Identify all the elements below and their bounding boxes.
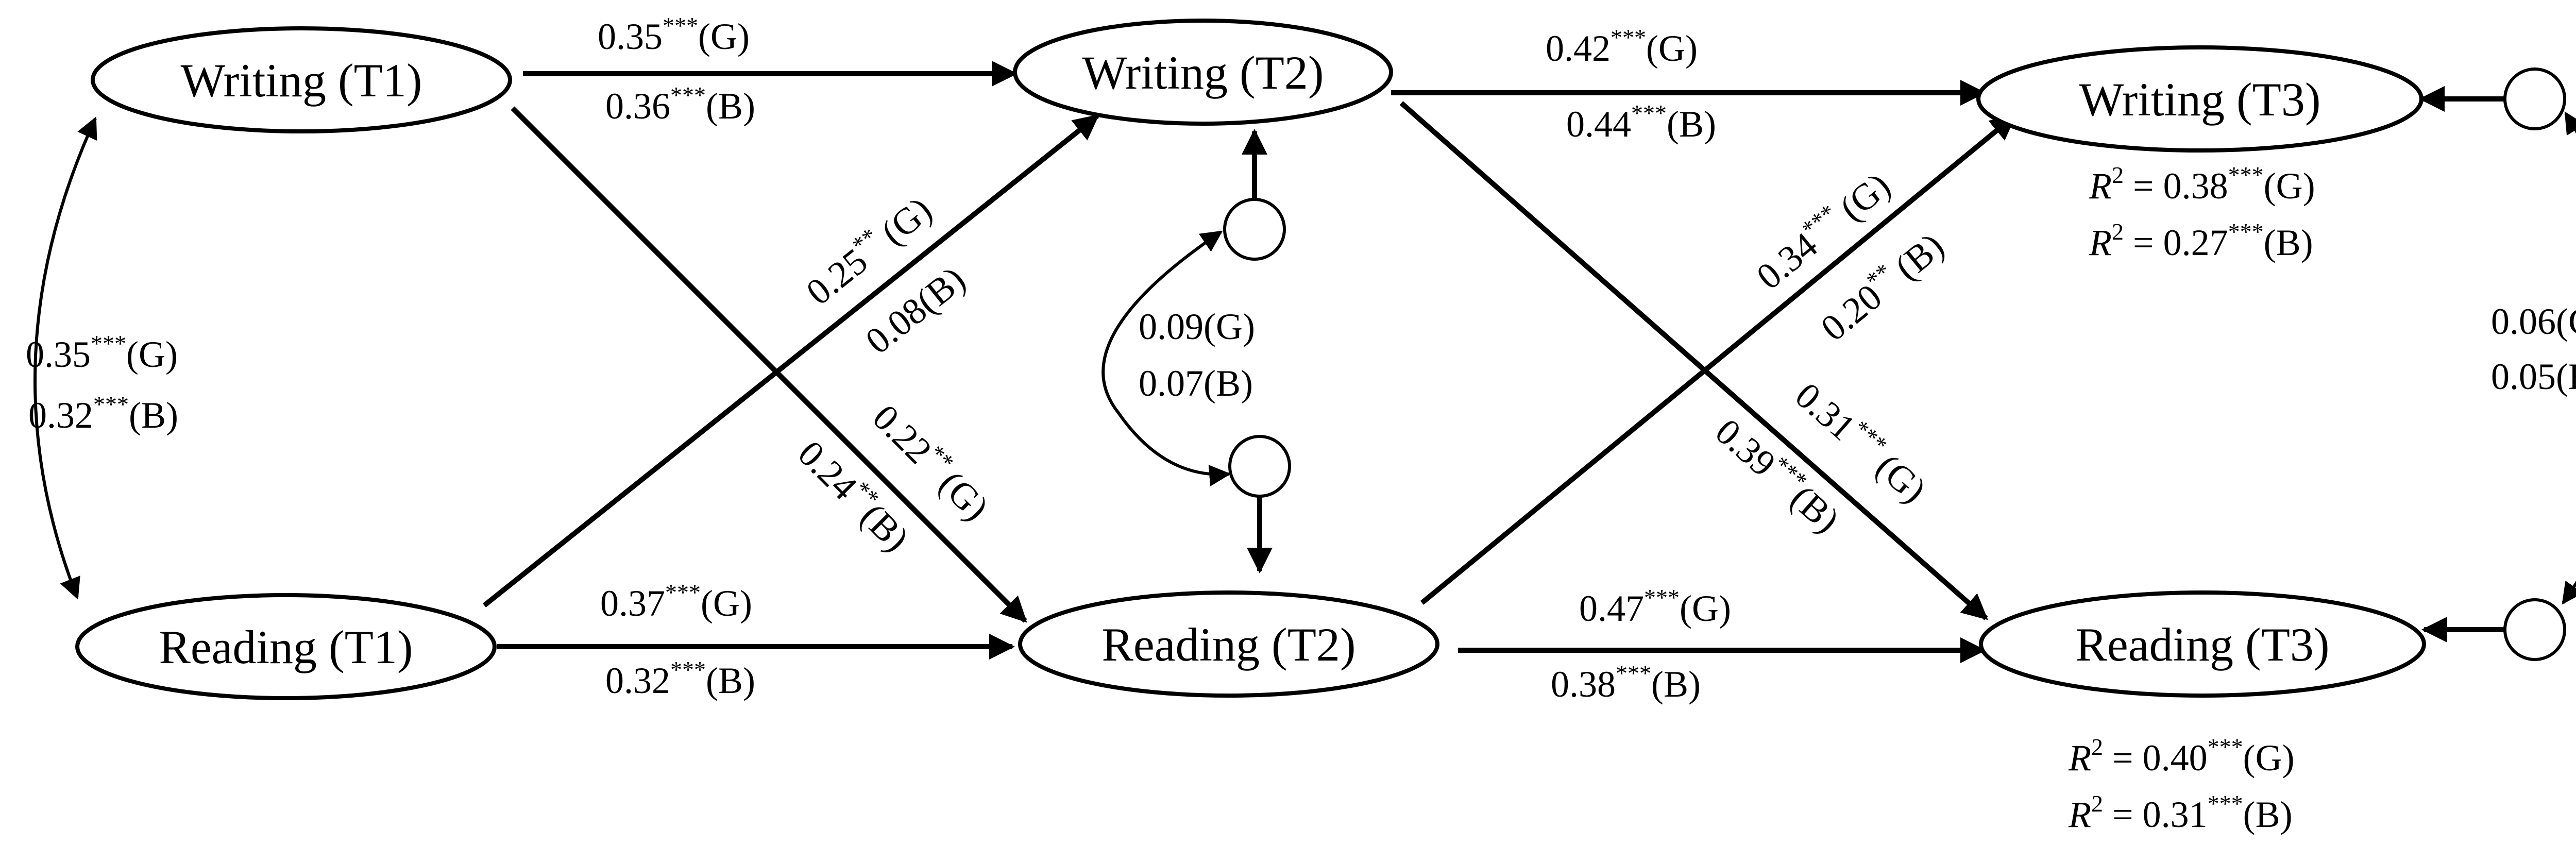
coef-r2-w3-b: 0.20**(B) xyxy=(1811,222,1952,349)
coef-r1-r2-b: 0.32***(B) xyxy=(605,656,755,701)
residual-w2 xyxy=(1223,198,1286,261)
r2-reading-t3-b: R2 = 0.31***(B) xyxy=(2068,790,2293,835)
residual-w3 xyxy=(2503,67,2566,130)
path-r2-w3 xyxy=(1420,114,2016,605)
svg-text:Writing (T2): Writing (T2) xyxy=(1082,46,1324,99)
cov-t3-b: 0.05(B) xyxy=(2491,356,2576,397)
path-w2-r3 xyxy=(1399,101,1988,620)
node-reading-t2: Reading (T2) xyxy=(1018,590,1439,698)
cov-t2-g: 0.09(G) xyxy=(1139,306,1255,347)
path-r1-w2 xyxy=(482,114,1099,607)
node-writing-t3: Writing (T3) xyxy=(1976,45,2424,153)
covariance-t2-curve xyxy=(1101,230,1231,486)
r2-reading-t3-g: R2 = 0.40***(G) xyxy=(2068,734,2295,779)
path-w1-r2 xyxy=(511,106,1027,623)
svg-text:Reading (T1): Reading (T1) xyxy=(159,621,413,673)
residual-r2 xyxy=(1228,435,1291,498)
coef-w2-w3-g: 0.42***(G) xyxy=(1546,24,1698,69)
cov-t1-g: 0.35***(G) xyxy=(26,330,178,375)
coef-w1-w2-g: 0.35***(G) xyxy=(598,12,750,57)
coef-w1-w2-b: 0.36***(B) xyxy=(605,82,755,127)
node-reading-t1: Reading (T1) xyxy=(75,593,497,700)
cov-t2-b: 0.07(B) xyxy=(1139,363,1253,404)
coef-r1-w2-b: 0.08(B) xyxy=(858,258,973,362)
node-reading-t3: Reading (T3) xyxy=(1979,590,2426,698)
coef-r1-r2-g: 0.37***(G) xyxy=(600,579,752,624)
svg-text:Writing (T1): Writing (T1) xyxy=(181,54,422,107)
coef-w2-w3-b: 0.44***(B) xyxy=(1566,100,1716,145)
node-writing-t1: Writing (T1) xyxy=(91,26,512,133)
r2-writing-t3-g: R2 = 0.38***(G) xyxy=(2089,162,2315,207)
cov-t1-b: 0.32***(B) xyxy=(28,391,178,436)
residual-r3 xyxy=(2503,598,2566,661)
svg-text:Writing (T3): Writing (T3) xyxy=(2079,73,2321,126)
coef-r2-r3-b: 0.38***(B) xyxy=(1551,660,1701,705)
coef-r2-r3-g: 0.47***(G) xyxy=(1579,584,1731,629)
node-writing-t2: Writing (T2) xyxy=(1013,19,1393,126)
covariance-t1-curve xyxy=(33,116,97,600)
svg-text:Reading (T3): Reading (T3) xyxy=(2075,618,2329,671)
cov-t3-g: 0.06(G) xyxy=(2491,301,2576,342)
svg-text:Reading (T2): Reading (T2) xyxy=(1101,618,1355,671)
r2-writing-t3-b: R2 = 0.27***(B) xyxy=(2089,218,2313,263)
